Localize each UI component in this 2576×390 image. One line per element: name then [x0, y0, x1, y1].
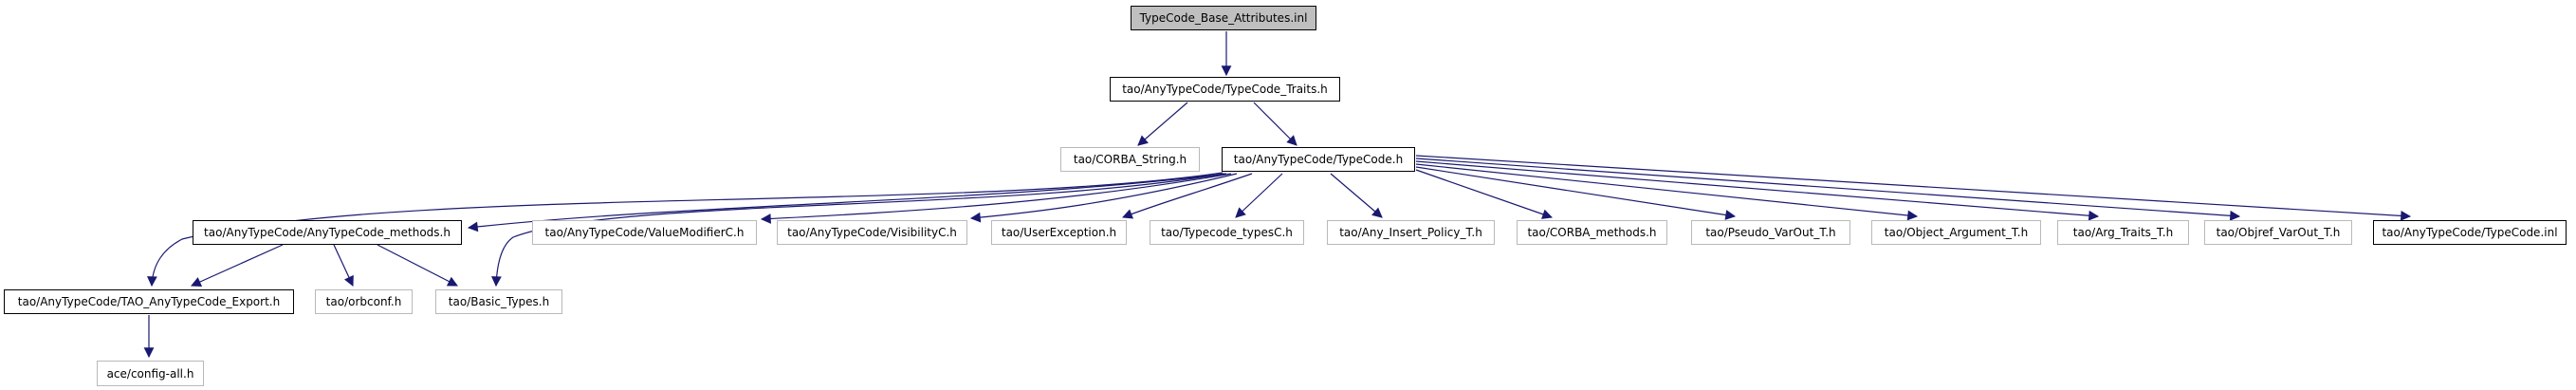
graph-node-typecode-h[interactable]: tao/AnyTypeCode/TypeCode.h [1222, 147, 1415, 172]
edge-anytypecode-methods-h-to-tao-anytypecode-export-h [191, 244, 284, 287]
graph-node-anytypecode-methods-h[interactable]: tao/AnyTypeCode/AnyTypeCode_methods.h [193, 220, 462, 245]
graph-node-typecode-traits-h[interactable]: tao/AnyTypeCode/TypeCode_Traits.h [1110, 77, 1340, 102]
edge-typecode-h-to-typecode-inl [1415, 155, 2412, 221]
graph-node-orbconf-h: tao/orbconf.h [315, 289, 413, 314]
edge-typecode-h-to-object-argument-t-h [1415, 163, 1919, 221]
edge-typecode-traits-h-to-corba-string-h [1137, 102, 1188, 146]
graph-node-arg-traits-t-h: tao/Arg_Traits_T.h [2057, 220, 2189, 245]
graph-node-tao-anytypecode-export-h[interactable]: tao/AnyTypeCode/TAO_AnyTypeCode_Export.h [4, 289, 294, 314]
graph-node-typecode-inl[interactable]: tao/AnyTypeCode/TypeCode.inl [2373, 220, 2567, 245]
edge-typecode-h-to-anytypecode-methods-h [467, 173, 1227, 232]
graph-node-typecode-typesc-h: tao/Typecode_typesC.h [1150, 220, 1304, 245]
edge-typecode-h-to-basic-types-h [491, 173, 1225, 288]
graph-node-userexception-h: tao/UserException.h [991, 220, 1127, 245]
edge-anytypecode-methods-h-to-basic-types-h [377, 244, 458, 287]
edge-typecode-h-to-objref-varout-t-h [1415, 158, 2241, 221]
graph-node-basic-types-h: tao/Basic_Types.h [435, 289, 562, 314]
graph-node-valuemodifierc-h: tao/AnyTypeCode/ValueModifierC.h [532, 220, 757, 245]
edge-anytypecode-methods-h-to-orbconf-h [333, 244, 354, 287]
graph-node-corba-string-h: tao/CORBA_String.h [1060, 147, 1200, 172]
edge-typecode-traits-h-to-typecode-h [1253, 102, 1297, 146]
edge-typecode-h-to-pseudo-varout-t-h [1415, 166, 1737, 220]
graph-node-any-insert-policy-t-h: tao/Any_Insert_Policy_T.h [1327, 220, 1495, 245]
graph-node-visibilityc-h: tao/AnyTypeCode/VisibilityC.h [777, 220, 967, 245]
edge-typecode-h-to-corba-methods-h [1415, 169, 1554, 219]
graph-node-objref-varout-t-h: tao/Objref_VarOut_T.h [2204, 220, 2352, 245]
edge-typecode-h-to-tao-anytypecode-export-h [147, 172, 1224, 288]
graph-node-corba-methods-h: tao/CORBA_methods.h [1517, 220, 1667, 245]
edge-typecode-h-to-visibilityc-h [969, 173, 1238, 223]
graph-node-ace-config-all-h: ace/config-all.h [97, 361, 204, 386]
edge-typecode-h-to-typecode-typesc-h [1235, 173, 1283, 218]
edge-typecode-h-to-any-insert-policy-t-h [1330, 173, 1383, 218]
edge-typecode-h-to-valuemodifierc-h [760, 173, 1232, 224]
graph-node-pseudo-varout-t-h: tao/Pseudo_VarOut_T.h [1691, 220, 1850, 245]
graph-node-typecode-base-attributes-inl: TypeCode_Base_Attributes.inl [1131, 6, 1316, 30]
edge-typecode-h-to-userexception-h [1121, 173, 1253, 219]
graph-node-object-argument-t-h: tao/Object_Argument_T.h [1871, 220, 2041, 245]
edge-typecode-h-to-arg-traits-t-h [1415, 160, 2100, 221]
